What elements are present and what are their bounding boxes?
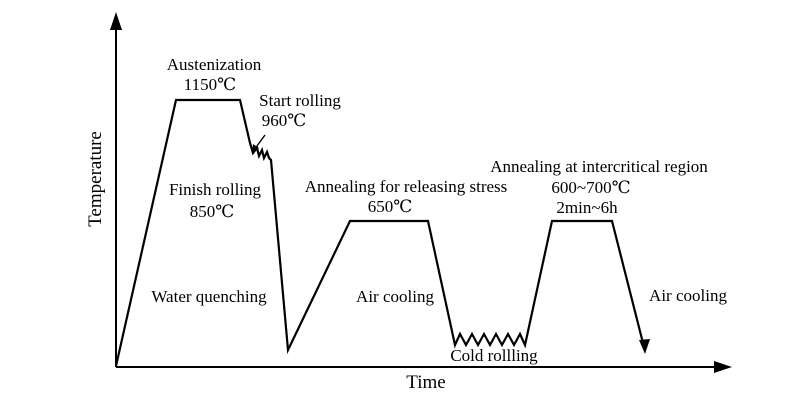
label-austenization-temp: 1150℃ xyxy=(184,75,236,94)
label-finish-rolling-temp: 850℃ xyxy=(190,202,235,221)
label-cold-rolling: Cold rollling xyxy=(450,346,538,365)
final-cooling-arrow xyxy=(639,339,650,354)
start-rolling-pointer-head xyxy=(252,144,259,153)
label-finish-rolling: Finish rolling xyxy=(169,180,262,199)
label-annealing-stress-temp: 650℃ xyxy=(368,197,413,216)
label-annealing-stress: Annealing for releasing stress xyxy=(305,177,508,196)
x-axis-title: Time xyxy=(406,372,445,393)
label-annealing-intercritical: Annealing at intercritical region xyxy=(490,157,708,176)
y-axis-title: Temperature xyxy=(85,131,106,227)
y-axis-arrow xyxy=(110,12,122,30)
x-axis-arrow xyxy=(714,361,732,373)
label-start-rolling-temp: 960℃ xyxy=(262,111,307,130)
label-air-cooling-1: Air cooling xyxy=(356,287,434,306)
label-start-rolling: Start rolling xyxy=(259,91,341,110)
label-water-quenching: Water quenching xyxy=(151,287,267,306)
label-austenization: Austenization xyxy=(167,55,262,74)
label-annealing-intercritical-time: 2min~6h xyxy=(556,198,618,217)
process-curve xyxy=(114,98,646,367)
label-air-cooling-2: Air cooling xyxy=(649,286,727,305)
label-annealing-intercritical-temp: 600~700℃ xyxy=(551,178,630,197)
